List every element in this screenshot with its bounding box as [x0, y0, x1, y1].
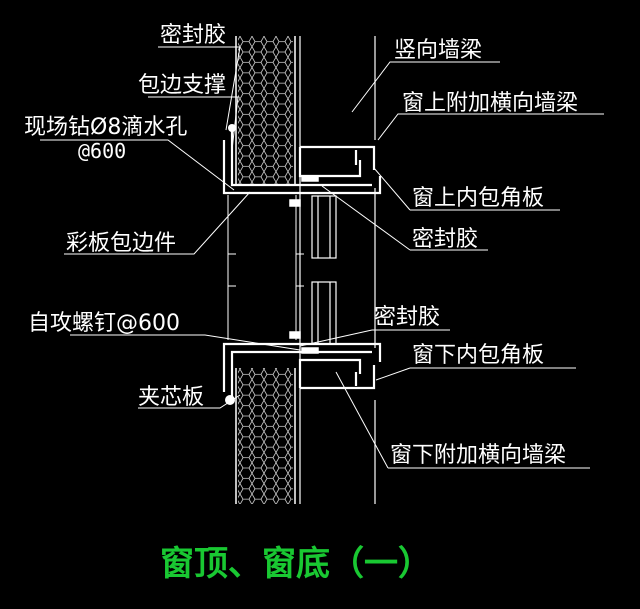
label-seal-mid: 密封胶: [412, 227, 478, 252]
label-sandwich-panel: 夹芯板: [138, 385, 204, 410]
label-seal-lower: 密封胶: [374, 305, 440, 330]
label-color-plate-trim: 彩板包边件: [66, 231, 176, 256]
panel-core-upper: [238, 36, 293, 184]
bottom-trim-bead: [225, 395, 235, 405]
label-window-bottom-beam: 窗下附加横向墙梁: [390, 443, 566, 468]
vertical-wall-beam: [299, 36, 376, 504]
label-vertical-beam: 竖向墙梁: [394, 38, 482, 63]
label-window-bottom-corner: 窗下内包角板: [412, 343, 544, 368]
label-edge-support: 包边支撑: [138, 73, 226, 98]
label-self-tap-screw: 自攻螺钉@600: [28, 311, 180, 336]
panel-core-lower: [238, 368, 293, 504]
label-drip-spacing: @600: [78, 139, 126, 163]
label-window-top-corner: 窗上内包角板: [412, 186, 544, 211]
opening-lines: [227, 195, 304, 340]
screws: [289, 175, 319, 354]
leader-lines: [40, 46, 604, 469]
label-drip-hole: 现场钻Ø8滴水孔: [24, 115, 187, 140]
diagram-title: 窗顶、窗底（一）: [160, 544, 432, 584]
label-window-top-beam: 窗上附加横向墙梁: [402, 91, 578, 116]
bottom-trim: [222, 342, 382, 400]
window-frame: [311, 195, 337, 345]
panel-skins: [235, 36, 296, 504]
label-seal-top: 密封胶: [160, 23, 226, 48]
